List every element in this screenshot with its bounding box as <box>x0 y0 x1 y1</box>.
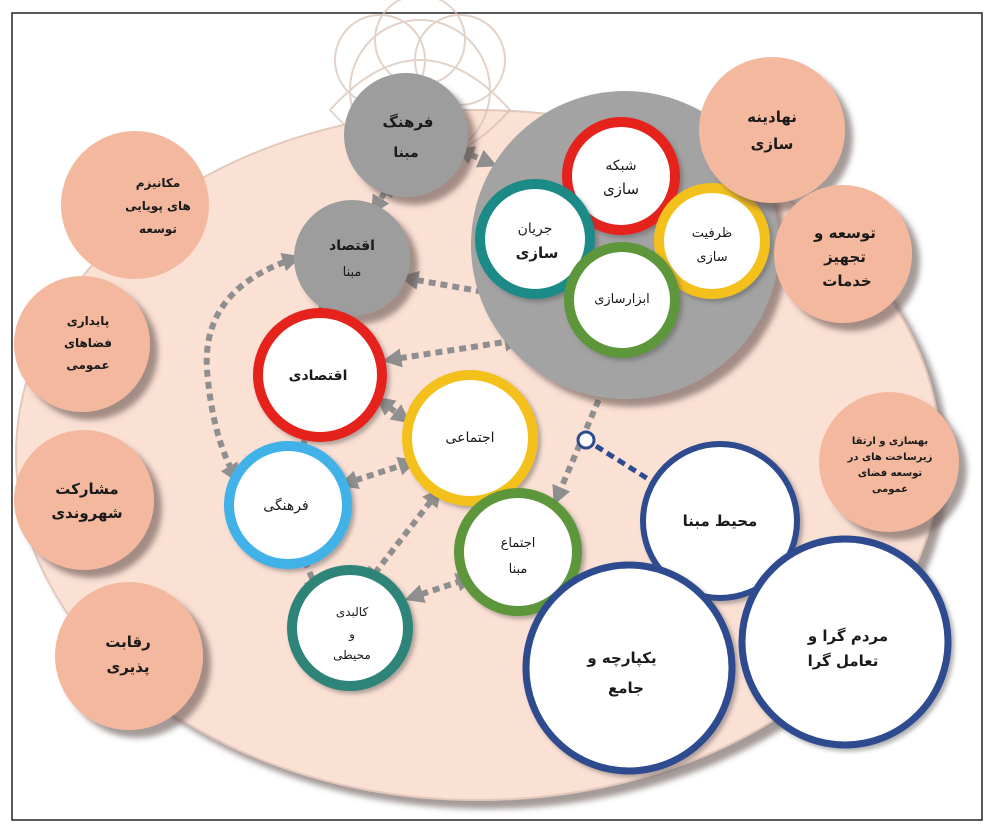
jaryan-line1: جریان <box>518 221 553 237</box>
arrow-eghtesad-farhangi <box>203 252 302 483</box>
tose-line2: تجهیز <box>823 248 866 266</box>
node-reghabat: رقابت پذیری <box>55 582 203 730</box>
tose-line3: خدمات <box>822 272 871 290</box>
abzar-line1: ابزارسازی <box>594 292 650 307</box>
node-farhang-mabna: فرهنگ مبنا <box>344 73 468 197</box>
node-mekanizm: مکانیزم های پویایی توسعه <box>61 131 209 279</box>
eghtesad-mabna-line2: مبنا <box>343 265 362 280</box>
kalbadi-line2: و <box>348 627 355 642</box>
mosharekat-line2: شهروندی <box>51 504 122 522</box>
kalbadi-line1: کالبدی <box>336 605 369 619</box>
mekanizm-line3: توسعه <box>139 222 177 237</box>
paydari-line3: عمومی <box>66 358 109 373</box>
node-zarfiyat: ظرفیت سازی <box>654 183 770 299</box>
node-mosharekat: مشارکت شهروندی <box>14 430 154 570</box>
node-ejtema-mabna: اجتماع مبنا <box>454 488 582 616</box>
farhang-mabna-line1: فرهنگ <box>382 113 433 131</box>
arrow-kalbadi-ejtema <box>404 573 476 603</box>
node-behsazi: بهسازی و ارتقا زیرساخت های در توسعه فضای… <box>819 392 959 532</box>
node-jaryan: جریان سازی <box>475 179 595 299</box>
mardomgara-line1: مردم گرا و <box>807 627 888 645</box>
mekanizm-line1: مکانیزم <box>136 176 181 191</box>
node-eghtesad-mabna: اقتصاد مبنا <box>294 200 410 316</box>
eghtesadi-label: اقتصادی <box>289 368 348 384</box>
ejtema-mabna-line1: اجتماع <box>501 536 536 551</box>
shabake-line1: شبکه <box>605 158 636 174</box>
eghtesad-mabna-line1: اقتصاد <box>329 238 375 254</box>
nahadine-line1: نهادینه <box>747 108 797 126</box>
node-ejtemaei: اجتماعی <box>402 370 538 506</box>
mosharekat-line1: مشارکت <box>55 480 118 498</box>
node-nahadine: نهادینه سازی <box>699 57 845 203</box>
yekparche-line2: جامع <box>608 679 644 697</box>
nahadine-line2: سازی <box>751 135 794 153</box>
behsazi-line1: بهسازی و ارتقا <box>852 436 928 447</box>
node-abzar: ابزارسازی <box>564 242 680 358</box>
reghabat-line2: پذیری <box>106 658 149 677</box>
mardomgara-line2: تعامل گرا <box>808 652 879 670</box>
node-tose: توسعه و تجهیز خدمات <box>774 185 912 323</box>
frame-border <box>11 12 983 821</box>
node-mardomgara: مردم گرا و تعامل گرا <box>738 535 952 749</box>
node-paydari: پایداری فضاهای عمومی <box>14 276 150 412</box>
node-mohit-mabna: محیط مبنا <box>640 441 800 601</box>
arrow-eghtesadi-ejtemaei <box>375 396 411 424</box>
ejtema-mabna-line2: مبنا <box>509 562 528 577</box>
connector-mohit <box>594 443 658 487</box>
zarfiyat-line2: سازی <box>696 250 727 265</box>
behsazi-line3: توسعه فضای <box>858 468 923 479</box>
kalbadi-line3: محیطی <box>333 648 371 662</box>
zarfiyat-line1: ظرفیت <box>692 226 732 241</box>
yekparche-line1: یکپارچه و <box>586 649 656 668</box>
farhangi-label: فرهنگی <box>263 497 308 514</box>
behsazi-line4: عمومی <box>872 484 908 495</box>
reghabat-line1: رقابت <box>105 633 151 651</box>
mekanizm-line2: های پویایی <box>125 199 191 214</box>
node-yekparche: یکپارچه و جامع <box>522 561 736 775</box>
mohit-mabna-label: محیط مبنا <box>683 512 758 530</box>
node-kalbadi: کالبدی و محیطی <box>287 565 413 691</box>
ejtemaei-label: اجتماعی <box>445 430 494 446</box>
farhang-mabna-line2: مبنا <box>393 145 418 161</box>
arrow-eghtesadi-hub <box>382 332 524 368</box>
behsazi-line2: زیرساخت های در <box>847 452 933 463</box>
jaryan-line2: سازی <box>516 244 559 262</box>
node-farhangi: فرهنگی <box>224 441 352 569</box>
node-eghtesadi: اقتصادی <box>253 308 387 442</box>
tose-line1: توسعه و <box>813 224 876 242</box>
shabake-line2: سازی <box>603 180 639 198</box>
node-shabake: شبکه سازی <box>562 117 680 235</box>
connector-dot <box>576 430 596 450</box>
paydari-line1: پایداری <box>67 314 109 328</box>
paydari-line2: فضاهای <box>64 336 112 350</box>
